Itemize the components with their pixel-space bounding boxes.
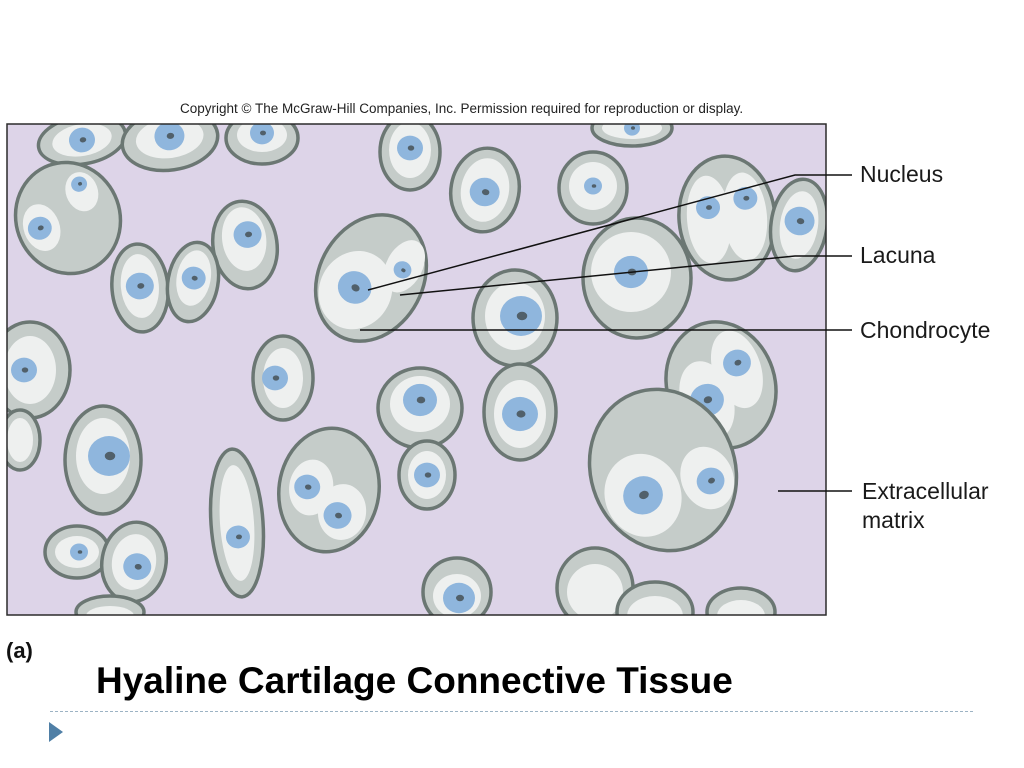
lacuna-5 (590, 124, 674, 148)
nucleolus (137, 283, 145, 289)
chondrocyte-label: Chondrocyte (860, 317, 991, 343)
nucleolus (335, 512, 343, 519)
lacuna-18 (251, 334, 315, 422)
nucleolus (134, 563, 142, 570)
nucleolus (191, 275, 198, 281)
lacuna-11 (165, 240, 221, 324)
nucleolus (260, 130, 266, 136)
nucleolus (703, 396, 713, 404)
lacuna-28 (99, 520, 169, 604)
nucleus-label: Nucleus (860, 161, 944, 187)
lacuna-23 (397, 439, 457, 511)
nucleolus (516, 311, 528, 321)
panel-label: (a) (6, 638, 33, 663)
nucleolus (706, 205, 713, 210)
lacuna-20 (376, 366, 464, 450)
lacuna-30 (555, 546, 635, 615)
nucleus-leader-line (367, 174, 852, 291)
nucleolus (21, 367, 29, 373)
lacuna-label: Lacuna (860, 242, 936, 268)
nucleolus (631, 126, 635, 130)
lacuna-21 (482, 362, 558, 462)
nucleolus (796, 218, 805, 225)
extracellular-matrix-label: Extracellular matrix (862, 477, 989, 535)
chondrocyte-body (86, 606, 134, 615)
nucleolus (416, 396, 426, 404)
lacuna-26 (208, 447, 266, 599)
title-divider (50, 711, 973, 712)
copyright-notice: Copyright © The McGraw-Hill Companies, I… (180, 101, 744, 116)
lacuna-6 (13, 160, 123, 276)
lacuna-1 (36, 124, 128, 167)
lacuna-8 (557, 150, 629, 226)
nucleolus (743, 195, 750, 201)
lacuna-12 (313, 213, 429, 343)
chondrocyte-body (686, 175, 732, 264)
nucleolus (424, 472, 432, 478)
lacuna-13 (471, 268, 559, 368)
nucleolus (78, 181, 83, 186)
lacuna-4 (378, 124, 442, 192)
lacuna-25 (276, 426, 382, 554)
lacuna-34 (7, 408, 42, 472)
figure-frame (6, 123, 827, 616)
lacuna-32 (705, 586, 777, 615)
chondrocyte-nucleus (624, 124, 640, 136)
lacuna-24 (587, 387, 739, 553)
nucleolus (166, 132, 175, 139)
lacuna-31 (615, 580, 695, 615)
nucleolus (734, 359, 742, 366)
lacuna-7 (448, 146, 522, 234)
nucleolus (37, 225, 44, 231)
lacuna-3 (224, 124, 300, 166)
lacuna-2 (120, 124, 220, 173)
lacuna-29 (421, 556, 493, 615)
nucleolus (481, 189, 490, 196)
lacuna-14 (581, 216, 693, 340)
nucleolus (401, 268, 406, 273)
chondrocyte-body (717, 600, 765, 615)
chondrocyte-body (7, 418, 33, 462)
lacuna-10 (110, 242, 170, 334)
lacuna-27 (43, 524, 111, 580)
nucleolus (639, 490, 649, 500)
nucleolus (456, 594, 464, 602)
nucleolus (516, 410, 526, 418)
leader-lines (360, 174, 852, 492)
extracellular-matrix-label-line1: Extracellular (862, 478, 989, 504)
nucleolus (245, 231, 253, 238)
nucleolus (304, 484, 312, 490)
slide-title: Hyaline Cartilage Connective Tissue (96, 660, 733, 701)
lacuna-22 (63, 404, 143, 516)
chondrocyte-body (219, 465, 255, 581)
chondrocyte-body (567, 564, 623, 615)
nucleolus (708, 477, 715, 484)
extracellular-matrix-label-line2: matrix (862, 507, 925, 533)
nucleolus (351, 284, 360, 292)
lacuna-leader-line (399, 255, 852, 296)
nucleolus (77, 550, 83, 554)
nucleolus (272, 375, 280, 381)
chondrocyte-body (627, 596, 683, 615)
nucleolus (591, 184, 597, 188)
lacuna-17 (7, 320, 72, 420)
nucleolus (79, 137, 87, 143)
nucleolus (235, 534, 242, 540)
lacuna-16 (768, 177, 826, 273)
nucleolus (104, 451, 116, 461)
nucleolus (407, 145, 415, 151)
lacuna-33 (74, 594, 146, 615)
bullet-arrow-icon (49, 722, 63, 742)
lacuna-9 (210, 199, 280, 291)
